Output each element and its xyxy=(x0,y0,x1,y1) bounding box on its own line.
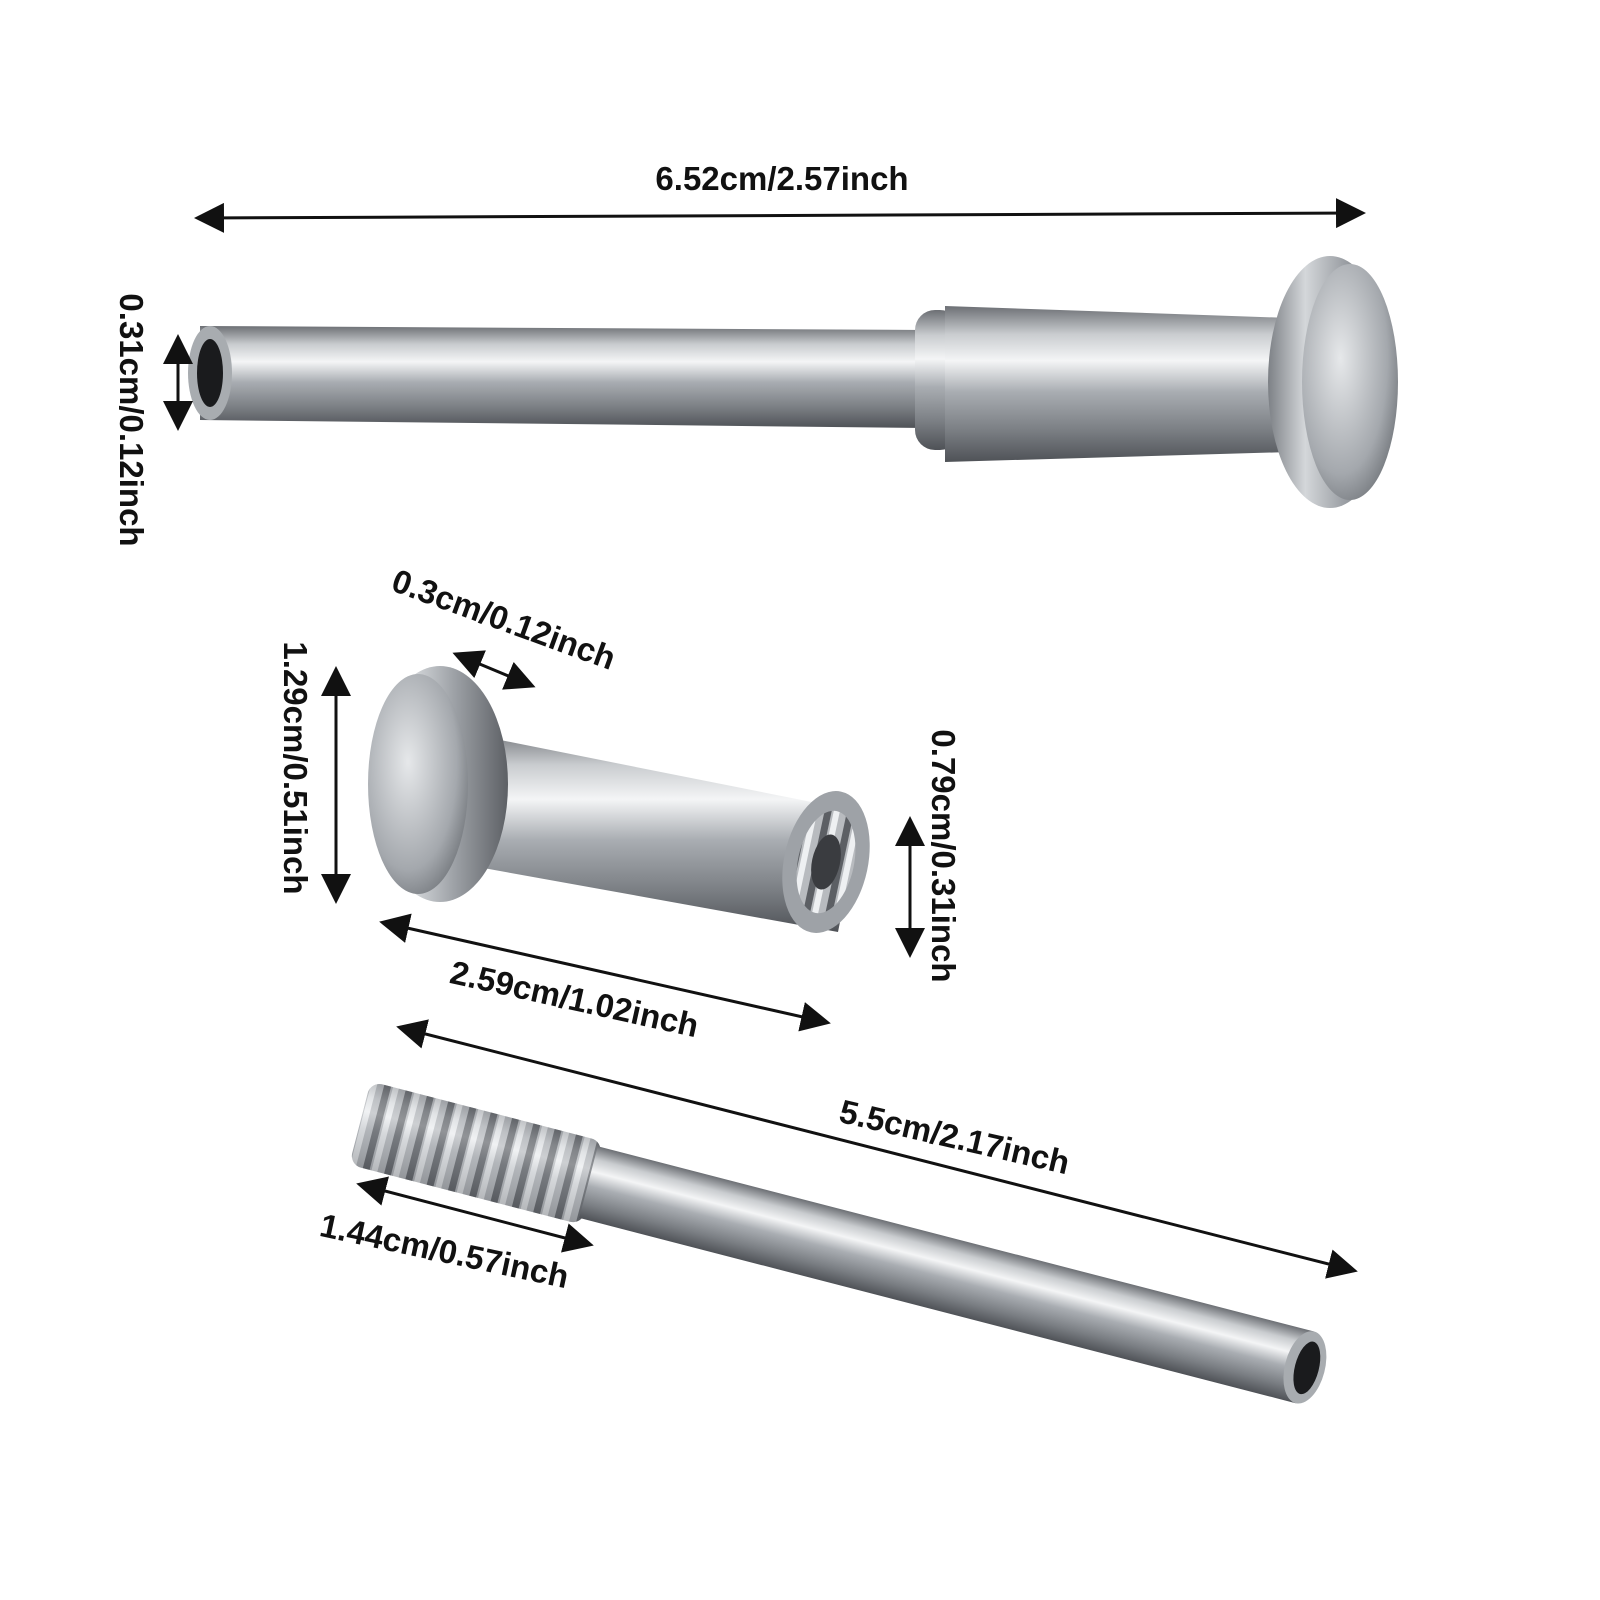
receiver-body xyxy=(428,728,862,932)
stud-bore xyxy=(1293,1341,1321,1395)
stud-length-arrow xyxy=(396,1019,1358,1279)
tube-bore xyxy=(197,339,223,407)
tube-shaft xyxy=(200,326,925,428)
long-tube-hole-label: 0.31cm/0.12inch xyxy=(113,293,150,546)
tube-flange-face xyxy=(1302,264,1398,500)
long-tube-length-arrow xyxy=(194,198,1366,233)
stud-thread-length-label: 1.44cm/0.57inch xyxy=(317,1206,572,1295)
stud-thread-shading xyxy=(351,1083,601,1223)
receiver-body-diameter-label: 0.79cm/0.31inch xyxy=(925,729,962,982)
receiver-flange-face xyxy=(368,674,468,894)
tube-body xyxy=(945,306,1290,462)
threaded-receiver xyxy=(368,666,870,933)
receiver-flange-diameter-label: 1.29cm/0.51inch xyxy=(277,641,314,894)
receiver-flange-thickness-label: 0.3cm/0.12inch xyxy=(387,562,620,677)
stud-thread-length-arrow xyxy=(356,1176,594,1253)
stud-shaft xyxy=(579,1146,1315,1404)
long-tube-length-label: 6.52cm/2.57inch xyxy=(655,160,908,197)
receiver-bore xyxy=(811,834,841,890)
receiver-flange-thickness-arrow xyxy=(452,650,536,690)
long-swage-tube xyxy=(188,256,1398,508)
receiver-length-arrow xyxy=(379,913,831,1032)
